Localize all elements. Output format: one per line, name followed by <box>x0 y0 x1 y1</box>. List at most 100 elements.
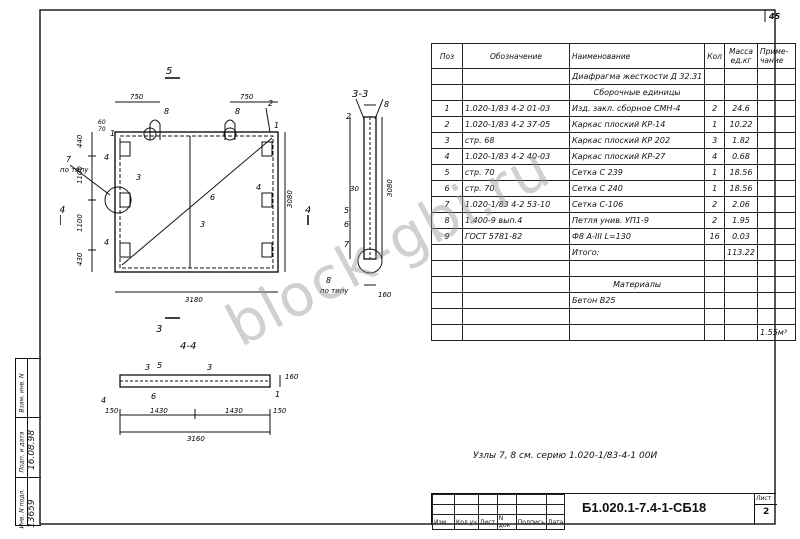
stamp-header-data: Дата <box>545 514 566 530</box>
cell-name: Петля унив. УП1-9 <box>568 212 706 229</box>
table-row <box>431 308 796 325</box>
cell-note <box>756 244 796 261</box>
cell-pos <box>431 260 463 277</box>
cell-note <box>756 260 796 277</box>
cell-name: Изд. закл. сборное СМН-4 <box>568 100 706 117</box>
table-row: Материалы <box>431 276 796 293</box>
pos-label-4c: 4 <box>256 183 261 192</box>
dim-left-4: 430 <box>76 252 84 266</box>
section-4-4-dim-1430-a: 1430 <box>150 407 168 415</box>
title-block: Изм. Кол.уч Лист N док Подпись Дата Б1.0… <box>431 493 777 530</box>
pos-label-1: 1 <box>274 121 279 130</box>
cell-note <box>756 132 796 149</box>
section-3-3-po-tipu: по типу <box>320 287 349 295</box>
cell-name: Сборочные единицы <box>568 84 706 101</box>
section-3-3-label-2: 2 <box>346 112 351 121</box>
section-4-4-dim-160: 160 <box>285 373 299 381</box>
cell-qty <box>704 260 725 277</box>
cell-note <box>756 100 796 117</box>
section-3-3-label-5: 5 <box>344 206 349 215</box>
cell-note <box>756 292 796 309</box>
table-row: Диафрагма жесткости Д 32.31 <box>431 68 796 85</box>
cell-qty <box>704 68 725 85</box>
section-3-3-label-8: 8 <box>384 100 389 109</box>
cell-qty: 1 <box>704 180 725 197</box>
cell-mass <box>723 68 758 85</box>
side-stamp-inv-value: 13659 <box>27 499 37 528</box>
cell-note <box>756 276 796 293</box>
cut-label-4-right: 4 <box>305 205 310 216</box>
table-row: Сборочные единицы <box>431 84 796 101</box>
cell-qty <box>704 84 725 101</box>
cell-qty: 1 <box>704 164 725 181</box>
dim-top-right: 750 <box>240 93 254 101</box>
col-header-note: Приме-чание <box>756 43 796 69</box>
cell-note <box>756 164 796 181</box>
cell-mass: 0.68 <box>723 148 758 165</box>
cell-mass <box>723 276 758 293</box>
cell-pos: 3 <box>431 132 463 149</box>
cell-pos: 1 <box>431 100 463 117</box>
section-4-4-label-4: 4 <box>101 396 106 405</box>
cell-name: Сетка С-106 <box>568 196 706 213</box>
cell-note <box>756 148 796 165</box>
cell-pos <box>431 276 463 293</box>
cell-pos: 4 <box>431 148 463 165</box>
cell-name <box>568 260 706 277</box>
cell-pos <box>431 84 463 101</box>
section-3-3-title: 3-3 <box>352 89 368 100</box>
cell-qty: 2 <box>704 212 725 229</box>
main-elevation-drawing: 5 3 4 4 750 750 3180 3080 440 1100 1100 … <box>60 66 310 335</box>
cell-name: Каркас плоский КР-27 <box>568 148 706 165</box>
stamp-header-podpis: Подпись <box>515 514 547 530</box>
cell-mass: 0.03 <box>723 228 758 245</box>
cell-pos: 2 <box>431 116 463 133</box>
side-stamp: Взам. инв. N Подп. и дата Инв. N подл. 1… <box>15 358 41 529</box>
drawing-note: Узлы 7, 8 см. серию 1.020-1/83-4-1 00И <box>473 451 658 461</box>
dim-70: 70 <box>98 126 106 133</box>
cell-note: 1.55м³ <box>756 324 796 341</box>
cell-designation: 1.020-1/83 4-2 37-05 <box>462 116 570 133</box>
pos-label-4b: 4 <box>104 238 109 247</box>
table-row: Итого: 113.22 <box>431 244 796 261</box>
pos-label-3b: 3 <box>200 220 205 229</box>
table-row <box>431 260 796 277</box>
col-header-designation: Обозначение <box>462 43 570 69</box>
cell-name: Итого: <box>568 244 706 261</box>
cell-qty: 1 <box>704 116 725 133</box>
cell-name <box>568 324 706 341</box>
pos-label-7: 7 <box>66 155 72 164</box>
stamp-header-list: Лист <box>477 514 498 530</box>
pos-label-2: 2 <box>268 99 273 108</box>
cell-mass: 2.06 <box>723 196 758 213</box>
section-4-4-label-3a: 3 <box>145 363 150 372</box>
cell-note <box>756 68 796 85</box>
cell-mass <box>723 260 758 277</box>
cell-qty <box>704 292 725 309</box>
cell-mass <box>723 308 758 325</box>
col-header-pos: Поз <box>431 43 463 69</box>
cell-designation <box>462 308 570 325</box>
cell-mass: 18.56 <box>723 180 758 197</box>
cell-qty: 2 <box>704 100 725 117</box>
table-row: 1.55м³ <box>431 324 796 341</box>
cell-designation <box>462 292 570 309</box>
cell-note <box>756 212 796 229</box>
section-4-4-drawing: 4-4 150 1430 1430 150 3160 160 3 5 3 4 6… <box>101 341 299 443</box>
cell-designation <box>462 324 570 341</box>
cell-designation <box>462 244 570 261</box>
cell-qty <box>704 308 725 325</box>
cell-note <box>756 308 796 325</box>
section-4-4-title: 4-4 <box>180 341 196 352</box>
cell-mass: 113.22 <box>723 244 758 261</box>
cell-name: Материалы <box>568 276 706 293</box>
section-3-3-drawing: 3-3 3080 30 160 по типу 2 8 5 6 7 8 <box>320 89 394 299</box>
cell-designation <box>462 68 570 85</box>
pos-label-3: 3 <box>136 173 141 182</box>
cell-qty <box>704 244 725 261</box>
pos-label-1b: 1 <box>110 129 115 138</box>
